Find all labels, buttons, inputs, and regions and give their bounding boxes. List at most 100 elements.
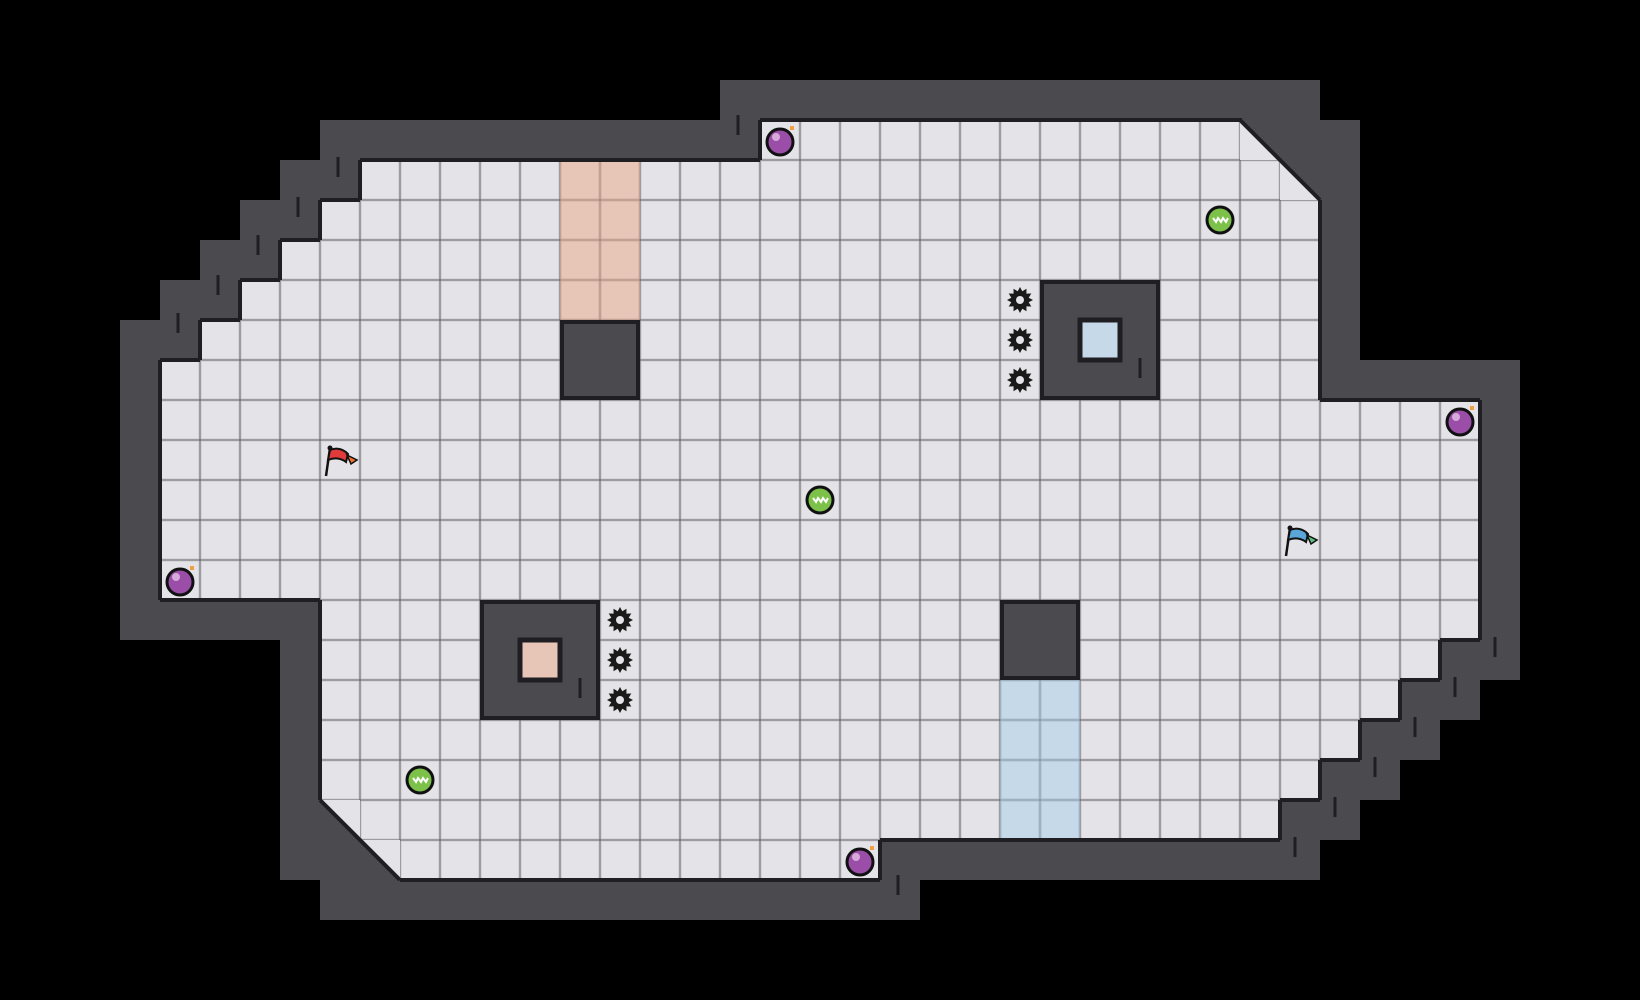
floor-tile	[320, 280, 360, 320]
floor-tile	[1440, 600, 1480, 640]
floor-tile	[1440, 480, 1480, 520]
floor-tile	[1280, 760, 1320, 800]
floor-tile	[360, 680, 400, 720]
floor-tile	[640, 680, 680, 720]
floor-tile	[880, 640, 920, 680]
floor-tile	[800, 800, 840, 840]
blue-zone-tile	[1040, 720, 1080, 760]
floor-tile	[1240, 400, 1280, 440]
wall-tile	[480, 880, 520, 920]
floor-tile	[1000, 240, 1040, 280]
floor-tile	[1440, 560, 1480, 600]
floor-tile	[760, 240, 800, 280]
floor-tile	[400, 680, 440, 720]
floor-tile	[680, 320, 720, 360]
floor-tile	[1280, 240, 1320, 280]
floor-tile	[360, 360, 400, 400]
floor-tile	[280, 400, 320, 440]
floor-tile	[240, 440, 280, 480]
floor-tile	[1160, 440, 1200, 480]
wall-tile	[200, 240, 240, 280]
floor-tile	[440, 240, 480, 280]
wall-tile	[120, 480, 160, 520]
floor-tile	[1200, 600, 1240, 640]
floor-tile	[1360, 400, 1400, 440]
floor-tile	[1160, 600, 1200, 640]
floor-tile	[1160, 120, 1200, 160]
obstacle-block	[560, 320, 640, 400]
floor-tile	[1280, 680, 1320, 720]
floor-tile	[360, 400, 400, 440]
floor-tile	[160, 360, 200, 400]
orange-zone-tile	[560, 280, 600, 320]
orange-zone-tile	[600, 160, 640, 200]
floor-tile	[840, 560, 880, 600]
floor-tile	[720, 280, 760, 320]
floor-tile	[760, 200, 800, 240]
floor-tile	[1160, 240, 1200, 280]
wall-tile	[640, 120, 680, 160]
floor-tile	[1120, 800, 1160, 840]
floor-tile	[960, 120, 1000, 160]
wall-tile	[600, 880, 640, 920]
zones	[480, 160, 1160, 840]
wall-tile	[280, 720, 320, 760]
floor-tile	[1040, 440, 1080, 480]
floor-tile	[440, 480, 480, 520]
wall-tile	[1320, 800, 1360, 840]
floor-tile	[1200, 680, 1240, 720]
wall-tile	[320, 840, 360, 880]
floor-tile	[760, 720, 800, 760]
floor-tile	[480, 800, 520, 840]
floor-tile	[480, 720, 520, 760]
floor-tile	[520, 360, 560, 400]
floor-tile	[360, 240, 400, 280]
wall-tile	[1480, 520, 1520, 560]
floor-tile	[240, 480, 280, 520]
floor-tile	[280, 440, 320, 480]
floor-tile	[800, 640, 840, 680]
wall-tile	[1440, 640, 1480, 680]
floor-tile	[800, 240, 840, 280]
floor-tile	[1320, 560, 1360, 600]
wall-tile	[880, 840, 920, 880]
wall-tile	[120, 360, 160, 400]
floor-tile	[1160, 800, 1200, 840]
obstacle-core	[517, 637, 563, 683]
floor-tile	[320, 760, 360, 800]
floor-tile	[200, 360, 240, 400]
bomb-icon	[1445, 406, 1475, 437]
floor-tile	[880, 440, 920, 480]
wall-tile	[1120, 840, 1160, 880]
floor-tile	[680, 280, 720, 320]
floor-tile	[920, 720, 960, 760]
floor-tile	[760, 440, 800, 480]
floor-tile	[1000, 480, 1040, 520]
floor-tile	[920, 120, 960, 160]
floor-tile	[160, 440, 200, 480]
floor-tile	[1120, 480, 1160, 520]
wall-tile	[720, 880, 760, 920]
floor-tile	[360, 280, 400, 320]
wall-tile	[280, 680, 320, 720]
floor-tile	[960, 440, 1000, 480]
wall-tile	[120, 600, 160, 640]
floor-tile	[720, 360, 760, 400]
floor-tile	[760, 640, 800, 680]
floor-tile	[640, 320, 680, 360]
floor-tile	[1200, 120, 1240, 160]
obstacle-block	[1000, 600, 1080, 680]
floor-tile	[1120, 680, 1160, 720]
floor-tile	[800, 720, 840, 760]
floor-tile	[1440, 440, 1480, 480]
wall-tile	[800, 80, 840, 120]
floor-tile	[1360, 640, 1400, 680]
floor-tile	[800, 680, 840, 720]
floor-tile	[1040, 480, 1080, 520]
wall-tile	[1160, 80, 1200, 120]
bomb-icon	[765, 126, 795, 157]
floor-tile	[680, 520, 720, 560]
floor-tile	[160, 400, 200, 440]
floor-tile	[1080, 400, 1120, 440]
